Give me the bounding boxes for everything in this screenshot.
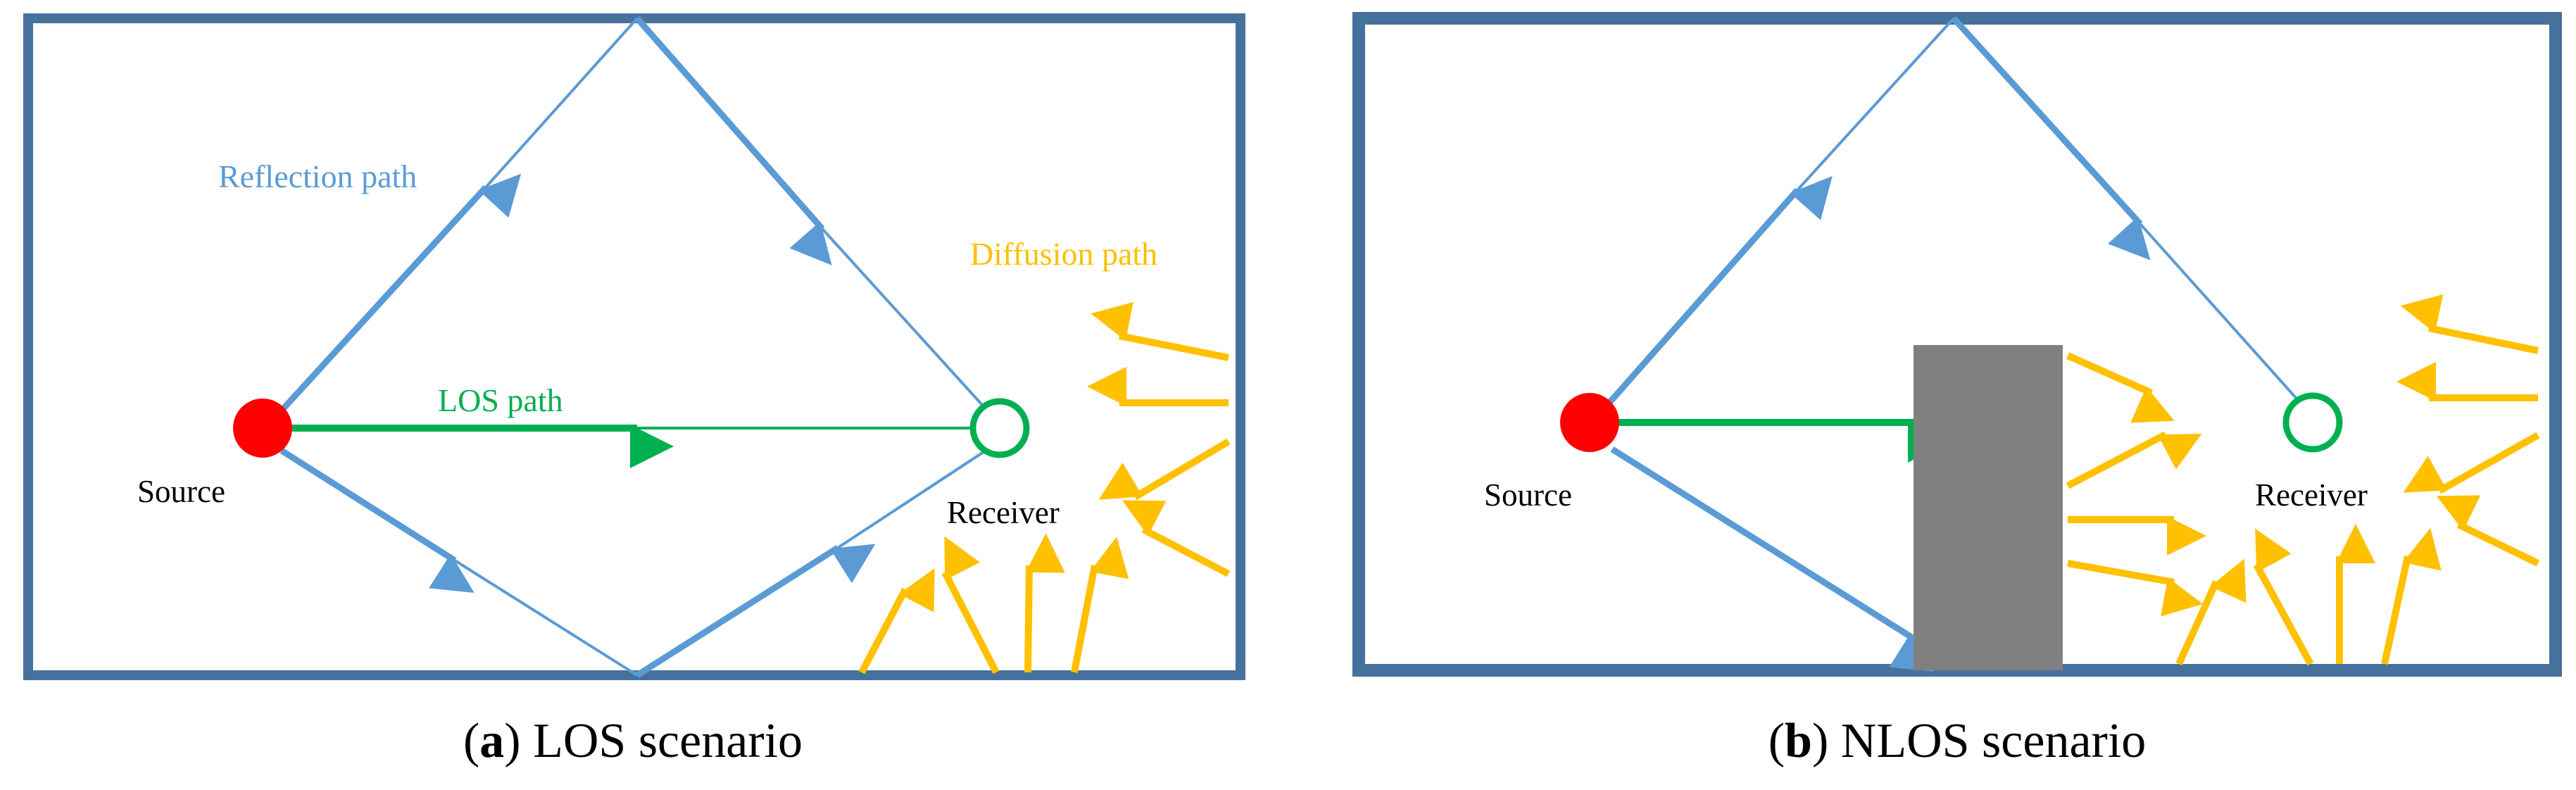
diffusion-path-label: Diffusion path xyxy=(970,236,1157,272)
caption-text-a: LOS scenario xyxy=(521,714,803,768)
reflection-path-lower-a xyxy=(279,448,987,678)
caption-text-b: NLOS scenario xyxy=(1828,714,2146,768)
room-frame-a xyxy=(23,13,1245,680)
source-label-b: Source xyxy=(1484,477,1572,513)
source-dot-a xyxy=(233,399,292,458)
receiver-label-b: Receiver xyxy=(2255,477,2368,513)
source-label-a: Source xyxy=(137,474,225,509)
diffusion-arrows-side-b xyxy=(2396,294,2540,567)
panel-b: Source Receiver (b) NLOS scenario xyxy=(1352,12,2562,768)
obstacle-block xyxy=(1914,345,2063,670)
panel-a: Source Receiver Reflection path LOS path… xyxy=(23,13,1245,768)
reflection-path-upper-b xyxy=(1606,15,2298,406)
source-dot-b xyxy=(1560,393,1619,452)
receiver-circle-b xyxy=(2282,392,2343,453)
caption-letter-b: b xyxy=(1785,714,1812,768)
diffusion-arrows-side-a xyxy=(1087,301,1231,577)
reflection-path-label: Reflection path xyxy=(218,158,417,194)
caption-a: (a) LOS scenario xyxy=(463,714,803,768)
caption-letter-a: a xyxy=(479,714,504,768)
caption-b: (b) NLOS scenario xyxy=(1768,714,2147,768)
receiver-circle-a xyxy=(969,398,1030,458)
diffusion-arrows-floor-b xyxy=(2175,524,2442,666)
reflection-path-lower-b xyxy=(1610,446,1935,672)
receiver-label-a: Receiver xyxy=(947,495,1060,530)
diffusion-arrows-floor-a xyxy=(858,533,1129,675)
los-path-label: LOS path xyxy=(438,382,563,418)
reflection-path-upper-a xyxy=(279,16,984,413)
diffusion-arrows-obstacle-b xyxy=(2066,352,2206,617)
